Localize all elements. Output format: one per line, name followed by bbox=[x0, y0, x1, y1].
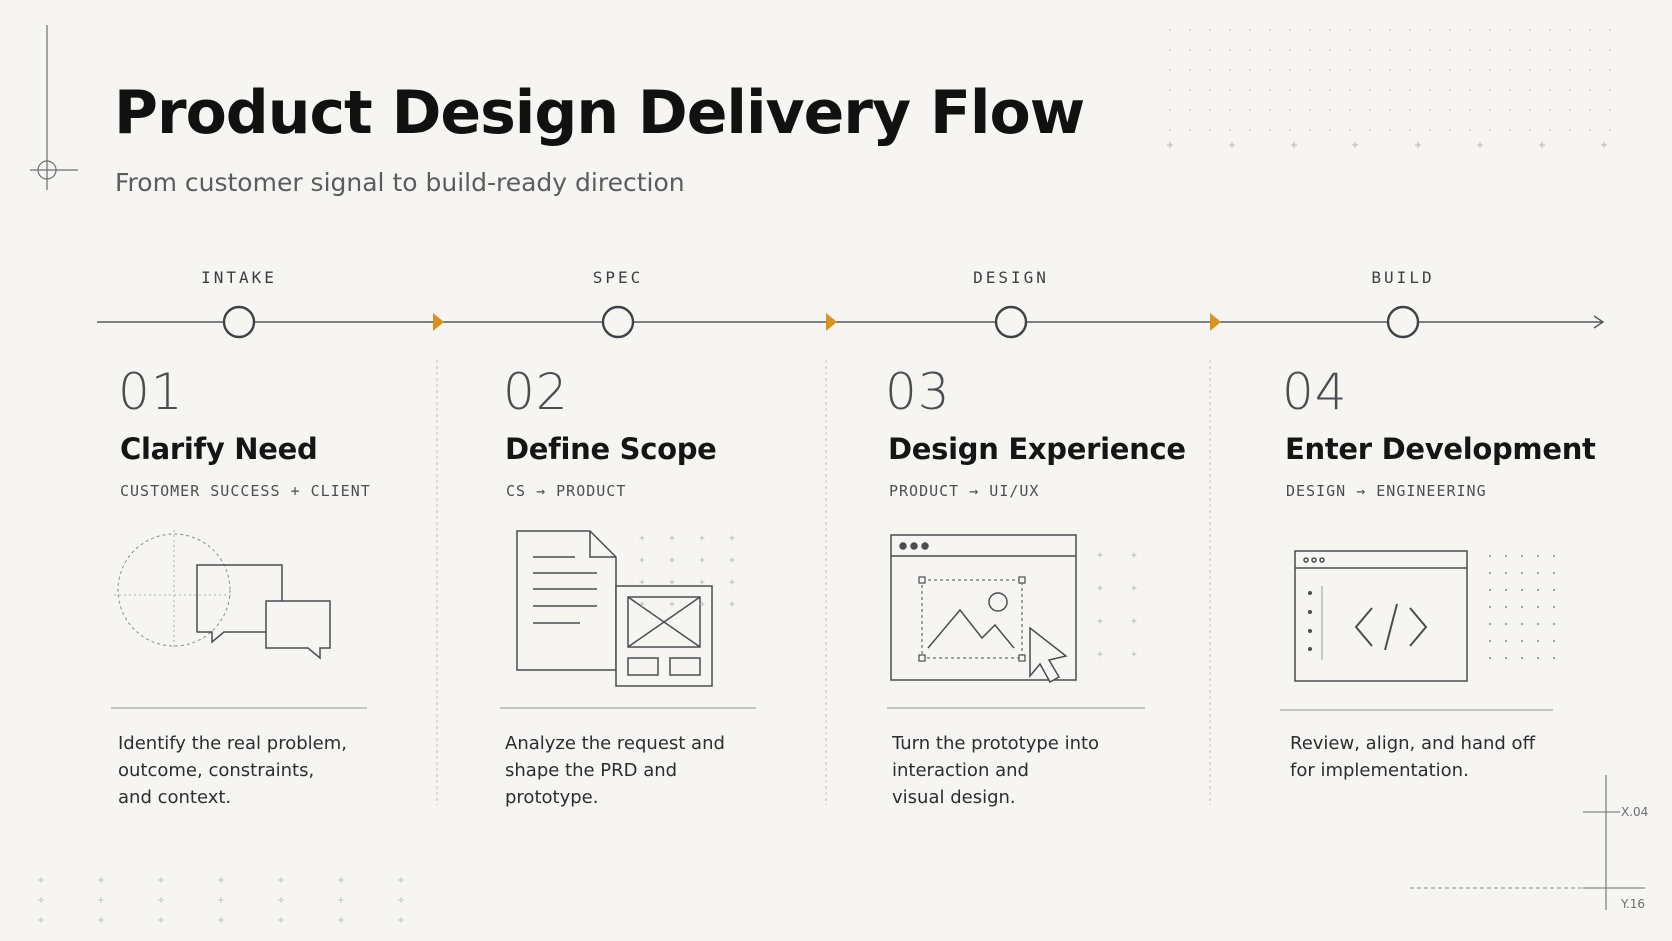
stage-title: Define Scope bbox=[505, 432, 717, 466]
stage-description-line: Turn the prototype into bbox=[892, 733, 1100, 754]
chat-bubbles-icon bbox=[114, 530, 331, 660]
page-subtitle: From customer signal to build-ready dire… bbox=[115, 168, 685, 197]
stage-title: Clarify Need bbox=[120, 432, 318, 466]
stage-title: Design Experience bbox=[888, 432, 1186, 466]
stage-description-line: Review, align, and hand off bbox=[1290, 733, 1535, 754]
column-dividers bbox=[436, 360, 1211, 805]
phase-label-build: BUILD bbox=[1371, 268, 1435, 287]
accent-arrow-2-icon bbox=[826, 313, 837, 331]
stage-description-line: interaction and bbox=[892, 760, 1029, 781]
stage-title: Enter Development bbox=[1285, 432, 1596, 466]
plus-marks-bottom-left bbox=[38, 877, 404, 923]
page-title: Product Design Delivery Flow bbox=[114, 78, 1085, 148]
timeline-node-intake bbox=[222, 305, 256, 339]
cursor-icon bbox=[1029, 626, 1068, 684]
stage-roles: PRODUCT → UI/UX bbox=[889, 482, 1040, 500]
timeline-node-spec bbox=[601, 305, 635, 339]
phase-label-design: DESIGN bbox=[973, 268, 1049, 287]
y-marker-label: Y.16 bbox=[1621, 897, 1645, 911]
accent-arrow-1-icon bbox=[433, 313, 444, 331]
plus-marks-top-right bbox=[1167, 142, 1607, 148]
stage-description: Identify the real problem, outcome, cons… bbox=[118, 730, 378, 811]
stage-description-line: for implementation. bbox=[1290, 760, 1469, 781]
code-window-icon bbox=[1294, 550, 1468, 682]
stage-description-line: Analyze the request and bbox=[505, 733, 725, 754]
stage-roles: CS → PRODUCT bbox=[506, 482, 627, 500]
registration-marks-bottom-right bbox=[1410, 775, 1645, 910]
plus-marks-stage-2 bbox=[639, 535, 735, 607]
stage-description: Review, align, and hand off for implemen… bbox=[1290, 730, 1590, 784]
stage-description: Analyze the request and shape the PRD an… bbox=[505, 730, 765, 811]
description-rules bbox=[111, 707, 1553, 711]
grid-dots-top-right bbox=[1169, 29, 1611, 131]
timeline bbox=[97, 305, 1605, 339]
dot-grid-stage-4 bbox=[1488, 554, 1556, 660]
stage-description-line: visual design. bbox=[892, 787, 1016, 808]
stage-roles: DESIGN → ENGINEERING bbox=[1286, 482, 1487, 500]
stage-description: Turn the prototype into interaction and … bbox=[892, 730, 1152, 811]
document-wireframe-icon bbox=[516, 530, 713, 687]
timeline-arrow-icon bbox=[1593, 315, 1605, 329]
phase-label-spec: SPEC bbox=[592, 268, 644, 287]
stage-number: 04 bbox=[1282, 363, 1348, 421]
stage-description-line: Identify the real problem, bbox=[118, 733, 347, 754]
accent-arrow-3-icon bbox=[1210, 313, 1221, 331]
stage-number: 03 bbox=[885, 363, 951, 421]
phase-label-intake: INTAKE bbox=[201, 268, 277, 287]
stage-number: 02 bbox=[503, 363, 569, 421]
browser-image-cursor-icon bbox=[890, 534, 1077, 684]
x-marker-label: X.04 bbox=[1621, 805, 1649, 819]
stage-description-line: prototype. bbox=[505, 787, 599, 808]
plus-marks-stage-3 bbox=[1097, 552, 1137, 657]
timeline-node-design bbox=[994, 305, 1028, 339]
stage-description-line: outcome, constraints, bbox=[118, 760, 315, 781]
stage-number: 01 bbox=[118, 363, 184, 421]
stage-description-line: and context. bbox=[118, 787, 232, 808]
stage-description-line: shape the PRD and bbox=[505, 760, 678, 781]
crosshair-top-left-icon bbox=[30, 25, 78, 190]
stage-roles: CUSTOMER SUCCESS + CLIENT bbox=[120, 482, 371, 500]
timeline-node-build bbox=[1386, 305, 1420, 339]
